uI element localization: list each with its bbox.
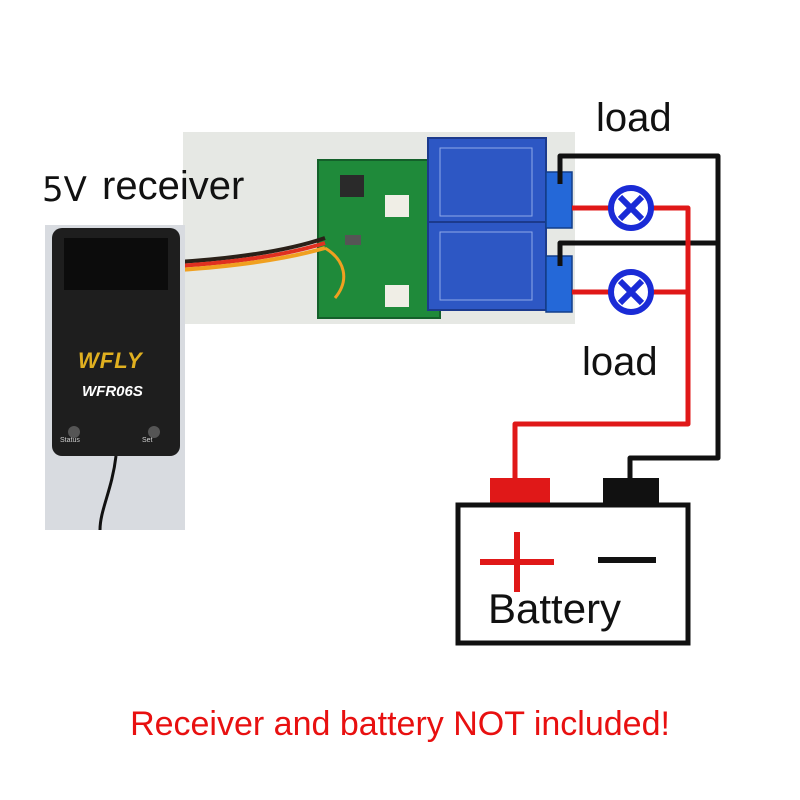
receiver-set-label: Set <box>142 437 153 444</box>
relay-2 <box>427 221 547 311</box>
negative-wiring <box>557 153 721 484</box>
voltage-label: 5V <box>42 170 87 210</box>
battery-label: Battery <box>488 585 622 632</box>
pcb-chip <box>340 175 364 197</box>
relay-1-label <box>439 147 533 217</box>
battery-body <box>455 502 691 646</box>
pcb-connector-2 <box>385 285 409 307</box>
lamp-icon <box>608 185 654 231</box>
receiver-pin-header <box>64 238 168 290</box>
servo-cable-brown <box>177 236 326 264</box>
lamp-icon <box>608 269 654 315</box>
servo-cable-red <box>177 241 326 268</box>
receiver-label: receiver <box>102 164 245 208</box>
servo-cable-orange <box>177 246 326 272</box>
relay-2-label <box>439 231 533 301</box>
load-label-bottom: load <box>582 340 658 384</box>
receiver-status-led <box>68 426 80 438</box>
pcb-connector-1 <box>385 195 409 217</box>
receiver-antenna <box>98 455 118 531</box>
disclaimer-note: Receiver and battery NOT included! <box>130 705 670 743</box>
receiver-model: WFR06S <box>82 383 143 400</box>
battery-positive-terminal <box>490 478 550 504</box>
plus-sign <box>480 532 554 592</box>
receiver-set-button <box>148 426 160 438</box>
receiver-brand: WFLY <box>78 348 143 373</box>
receiver-status-label: Status <box>60 437 80 444</box>
load-label-top: load <box>596 96 672 140</box>
relay-1 <box>427 137 547 227</box>
pcb-component <box>345 235 361 245</box>
servo-cable-loop <box>324 246 346 299</box>
battery-negative-terminal <box>603 478 659 504</box>
